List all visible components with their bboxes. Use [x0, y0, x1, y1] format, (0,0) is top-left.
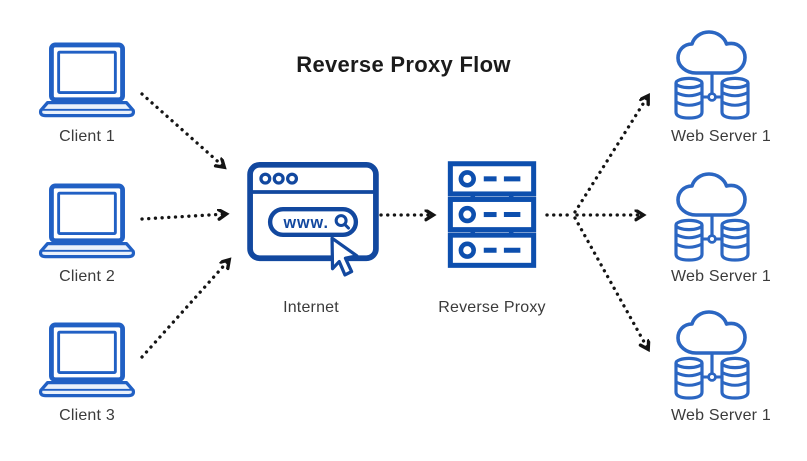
database-icon [720, 76, 750, 120]
reverse-proxy-label: Reverse Proxy [438, 299, 546, 316]
database-icon [674, 218, 704, 262]
database-icon [720, 356, 750, 400]
arrow-client3-internet [140, 260, 229, 359]
node-web-server-3 [663, 310, 763, 402]
cloud-icon [676, 310, 747, 355]
node-internet: www. [246, 161, 380, 283]
arrow-client1-internet [140, 92, 224, 167]
web-server-1-label: Web Server 1 [671, 128, 771, 145]
database-icon [674, 76, 704, 120]
cursor-icon [330, 236, 359, 277]
node-web-server-2 [663, 172, 763, 264]
browser-window-icon: www. [247, 161, 379, 277]
server-stack-icon [447, 161, 537, 268]
node-client-3 [37, 322, 137, 399]
client-1-label: Client 1 [59, 128, 115, 145]
client-2-label: Client 2 [59, 268, 115, 285]
node-client-1 [37, 42, 137, 119]
cloud-database-icon [674, 172, 750, 262]
database-icon [674, 356, 704, 400]
database-icon [720, 218, 750, 262]
diagram-title: Reverse Proxy Flow [296, 52, 511, 77]
cloud-icon [676, 30, 747, 75]
server-unit [447, 161, 537, 197]
cloud-icon [676, 172, 747, 217]
cloud-database-icon [674, 310, 750, 400]
internet-label: Internet [283, 299, 339, 316]
window-dots-icon [259, 172, 299, 185]
cloud-database-icon [674, 30, 750, 120]
node-reverse-proxy [446, 161, 538, 269]
node-web-server-1 [663, 30, 763, 122]
node-client-2 [37, 183, 137, 260]
web-server-2-label: Web Server 1 [671, 268, 771, 285]
address-bar-text: www. [282, 214, 328, 232]
arrow-branch-webserver1 [573, 96, 648, 214]
search-icon [334, 214, 350, 230]
laptop-icon [38, 42, 136, 118]
server-unit [447, 196, 537, 233]
arrow-client2-internet [140, 214, 226, 219]
address-bar [267, 206, 359, 238]
web-server-3-label: Web Server 1 [671, 407, 771, 424]
laptop-icon [38, 183, 136, 259]
arrow-branch-webserver3 [573, 216, 648, 349]
client-3-label: Client 3 [59, 407, 115, 424]
laptop-icon [38, 322, 136, 398]
server-unit [447, 232, 537, 268]
